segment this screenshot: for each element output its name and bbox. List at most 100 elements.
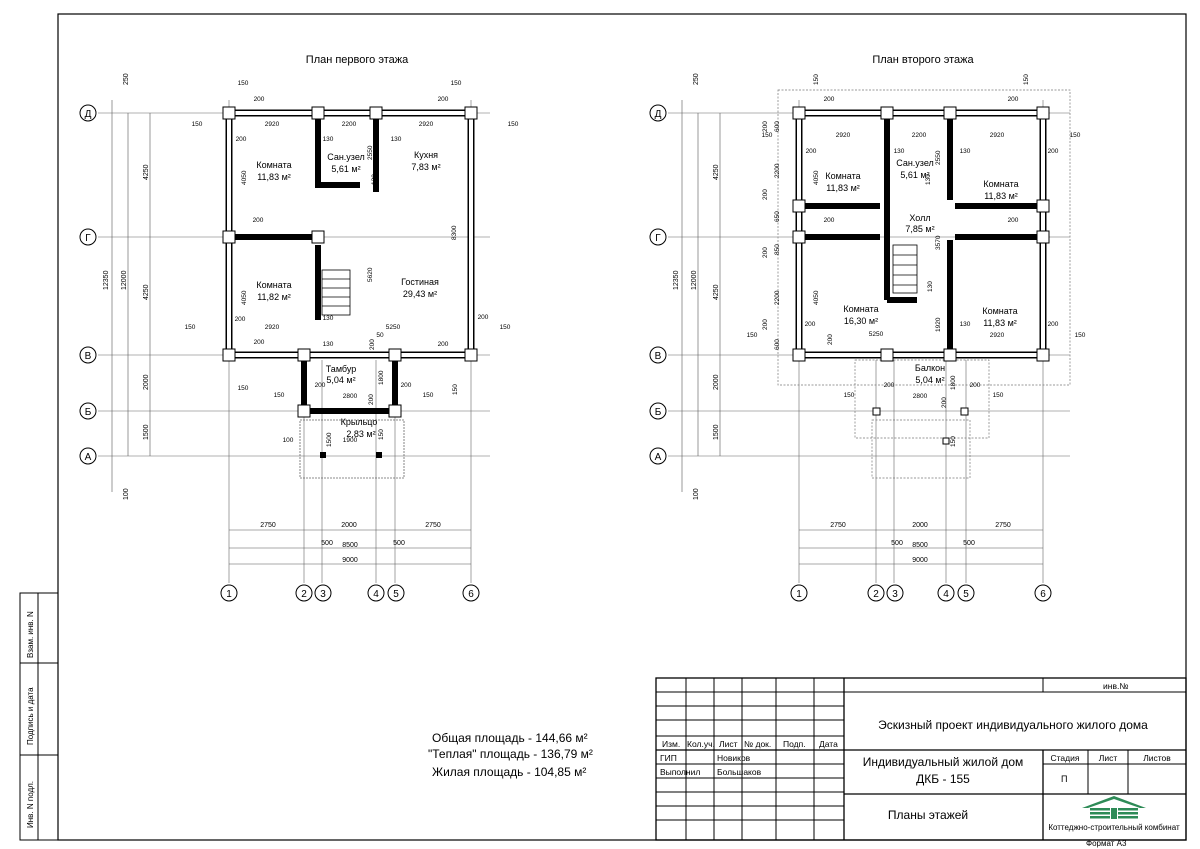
dim-label: 2550 xyxy=(935,150,942,165)
dim-label: 200 xyxy=(315,382,326,389)
axis-label: В xyxy=(85,351,92,362)
living-area: Жилая площадь - 104,85 м² xyxy=(432,765,586,779)
dim-label: 2000 xyxy=(143,374,150,390)
inv-label: инв.№ xyxy=(1103,681,1128,691)
dim-label: 200 xyxy=(438,341,449,348)
dim-label: 250 xyxy=(123,73,130,85)
dim-label: 150 xyxy=(1075,332,1086,339)
dim-label: 250 xyxy=(693,73,700,85)
dim-label: 200 xyxy=(368,394,375,405)
side-stamp-sign: Подпись и дата xyxy=(26,687,35,745)
gip-name: Новиков xyxy=(717,753,751,763)
dim-label: 200 xyxy=(254,96,265,103)
dim-label: 2000 xyxy=(713,374,720,390)
axis-bubble xyxy=(1034,584,1052,602)
dim-label: 150 xyxy=(950,436,957,447)
dim-label: 2920 xyxy=(990,132,1005,139)
dim-label: 1920 xyxy=(935,317,942,332)
dim-label: 8500 xyxy=(342,542,358,549)
axis-bubble xyxy=(79,346,97,364)
room-area: 11,83 м² xyxy=(984,191,1018,201)
dim-label: 9000 xyxy=(912,557,928,564)
dim-label: 4050 xyxy=(241,290,248,305)
dim-label: 130 xyxy=(960,148,971,155)
room-name: Комната xyxy=(982,306,1017,316)
dim-label: 150 xyxy=(747,332,758,339)
dim-label: 4050 xyxy=(241,170,248,185)
dim-label: 150 xyxy=(423,392,434,399)
axis-label: 3 xyxy=(320,589,326,600)
house-code: ДКБ - 155 xyxy=(916,772,970,786)
dim-label: 200 xyxy=(762,189,769,200)
dim-label: 130 xyxy=(323,341,334,348)
axis-label: 1 xyxy=(796,589,802,600)
axis-bubble xyxy=(387,584,405,602)
dim-label: 1500 xyxy=(713,424,720,440)
dim-label: 130 xyxy=(925,174,932,185)
room-name: Крыльцо xyxy=(341,417,378,427)
total-area: Общая площадь - 144,66 м² xyxy=(432,731,588,745)
axis-label: Г xyxy=(655,233,661,244)
dim-label: 500 xyxy=(891,540,903,547)
axis-bubble xyxy=(649,402,667,420)
room-name: Кухня xyxy=(414,150,438,160)
dim-label: 200 xyxy=(1048,148,1059,155)
dim-label: 12350 xyxy=(103,270,110,290)
dim-label: 150 xyxy=(813,74,820,85)
axis-bubble xyxy=(79,228,97,246)
dim-label: 2200 xyxy=(774,290,781,305)
dim-label: 200 xyxy=(941,397,948,408)
sheet-frame xyxy=(57,13,1187,841)
room-area: 11,83 м² xyxy=(983,318,1017,328)
dim-label: 2200 xyxy=(342,121,357,128)
dim-label: 100 xyxy=(283,437,294,444)
dim-label: 4250 xyxy=(143,284,150,300)
dim-label: 2000 xyxy=(912,522,928,529)
dim-label: 3570 xyxy=(935,235,942,250)
dim-label: 2750 xyxy=(830,522,846,529)
company-logo xyxy=(1082,796,1146,819)
axis-bubble xyxy=(220,584,238,602)
axis-label: 6 xyxy=(468,589,474,600)
room-area: 7,83 м² xyxy=(411,162,440,172)
axis-label: 6 xyxy=(1040,589,1046,600)
dim-label: 200 xyxy=(824,217,835,224)
axis-bubble xyxy=(79,447,97,465)
dim-label: 2800 xyxy=(343,393,358,400)
dim-label: 200 xyxy=(1008,96,1019,103)
axis-bubble xyxy=(649,447,667,465)
dim-label: 150 xyxy=(452,384,459,395)
room-area: 11,83 м² xyxy=(257,172,291,182)
dim-label: 5250 xyxy=(386,324,401,331)
dim-label: 200 xyxy=(884,382,895,389)
dim-label: 1900 xyxy=(343,437,358,444)
porch xyxy=(299,419,405,479)
dim-label: 200 xyxy=(478,314,489,321)
side-stamp: Взам. инв. N Подпись и дата Инв. N подл. xyxy=(19,592,59,841)
room-area: 7,85 м² xyxy=(905,224,934,234)
dim-label: 2750 xyxy=(425,522,441,529)
dim-label: 200 xyxy=(806,148,817,155)
dim-label: 2800 xyxy=(913,393,928,400)
room-name: Комната xyxy=(825,171,860,181)
room-area: 29,43 м² xyxy=(403,289,437,299)
dim-label: 150 xyxy=(185,324,196,331)
dim-label: 100 xyxy=(123,488,130,500)
dim-label: 150 xyxy=(762,132,773,139)
dim-label: 2920 xyxy=(419,121,434,128)
dim-label: 850 xyxy=(774,244,781,255)
axis-bubble xyxy=(295,584,313,602)
axis-label: 4 xyxy=(373,589,379,600)
room-area: 11,83 м² xyxy=(826,183,860,193)
axis-bubble xyxy=(79,402,97,420)
room-name: Балкон xyxy=(915,363,945,373)
dim-label: 200 xyxy=(762,121,769,132)
dim-label: 150 xyxy=(238,80,249,87)
dim-label: 12350 xyxy=(673,270,680,290)
dim-label: 2920 xyxy=(265,121,280,128)
dim-label: 9000 xyxy=(342,557,358,564)
sheet-title: Планы этажей xyxy=(888,808,968,822)
stamp-header: Подп. xyxy=(783,739,806,749)
dim-label: 200 xyxy=(1048,321,1059,328)
dim-label: 130 xyxy=(323,315,334,322)
